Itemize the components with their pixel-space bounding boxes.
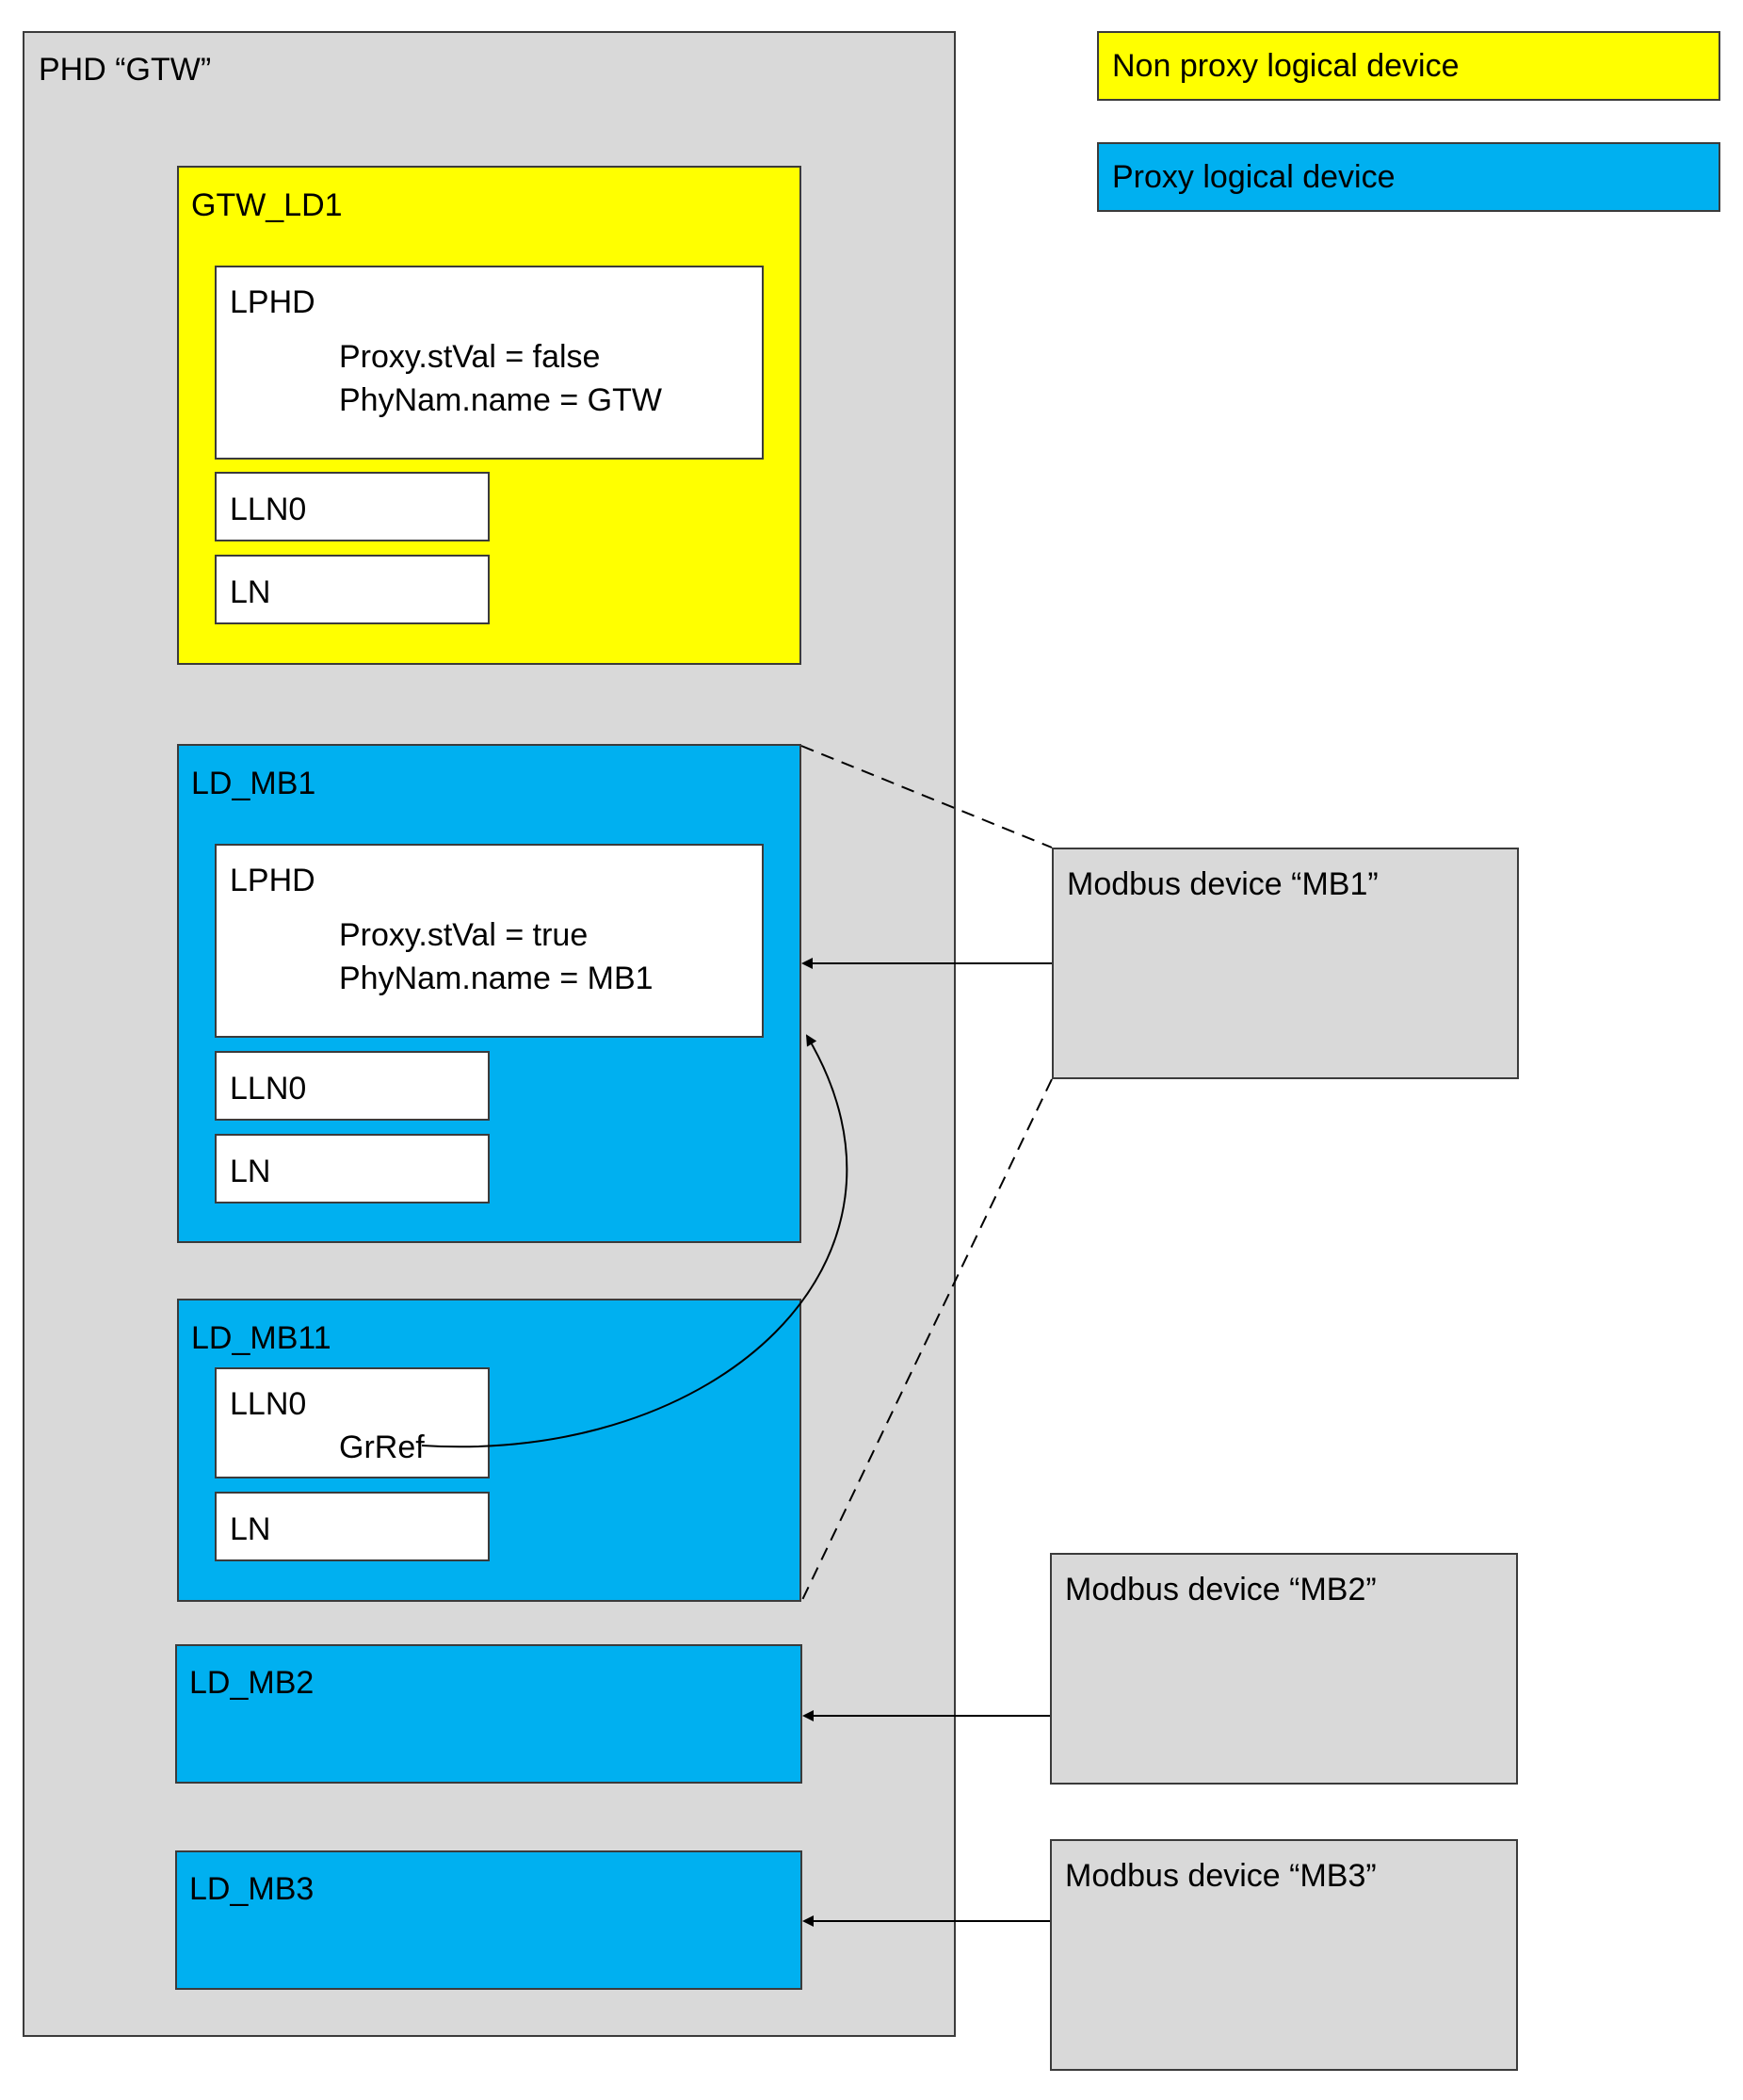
- ld-mb2-box: LD_MB2: [175, 1644, 802, 1784]
- ld-mb1-ln: LN: [215, 1134, 490, 1203]
- gtw-ld1-lln0: LLN0: [215, 472, 490, 541]
- legend-non-proxy-label: Non proxy logical device: [1112, 48, 1460, 84]
- modbus-device-mb3: Modbus device “MB3”: [1050, 1839, 1518, 2071]
- ld-mb1-lln0: LLN0: [215, 1051, 490, 1121]
- phd-title: PHD “GTW”: [39, 52, 212, 88]
- legend-non-proxy: Non proxy logical device: [1097, 31, 1720, 101]
- ld-mb2-title: LD_MB2: [189, 1665, 315, 1701]
- gtw-ld1-lphd-title: LPHD: [230, 284, 315, 320]
- ld-mb1-lphd-proxy: Proxy.stVal = true: [339, 917, 589, 953]
- gtw-ld1-title: GTW_LD1: [191, 187, 343, 223]
- modbus-device-mb1: Modbus device “MB1”: [1052, 848, 1519, 1079]
- ld-mb1-ln-label: LN: [230, 1154, 271, 1189]
- gtw-ld1-lphd: LPHD Proxy.stVal = false PhyNam.name = G…: [215, 266, 764, 460]
- ld-mb1-lln0-label: LLN0: [230, 1071, 307, 1107]
- gtw-ld1-lln0-label: LLN0: [230, 492, 307, 527]
- ld-mb11-lln0-title: LLN0: [230, 1386, 307, 1422]
- ld-mb11-lln0: LLN0 GrRef: [215, 1367, 490, 1478]
- gtw-ld1-ln: LN: [215, 555, 490, 624]
- ld-mb3-box: LD_MB3: [175, 1850, 802, 1990]
- ld-mb11-grref: GrRef: [339, 1430, 425, 1465]
- gtw-ld1-lphd-proxy: Proxy.stVal = false: [339, 339, 601, 375]
- modbus-device-mb3-label: Modbus device “MB3”: [1065, 1858, 1377, 1894]
- dashed-link-top: [800, 745, 1053, 848]
- ld-mb3-title: LD_MB3: [189, 1871, 315, 1907]
- modbus-device-mb2-label: Modbus device “MB2”: [1065, 1572, 1377, 1607]
- ld-mb11-ln-label: LN: [230, 1511, 271, 1547]
- ld-mb11-title: LD_MB11: [191, 1320, 331, 1356]
- dashed-link-bottom: [800, 1078, 1053, 1603]
- grref-curve-arrow: [421, 1034, 848, 1448]
- ld-mb1-lphd: LPHD Proxy.stVal = true PhyNam.name = MB…: [215, 844, 764, 1038]
- gtw-ld1-lphd-phynam: PhyNam.name = GTW: [339, 382, 662, 418]
- legend-proxy-label: Proxy logical device: [1112, 159, 1396, 195]
- ld-mb1-lphd-title: LPHD: [230, 863, 315, 898]
- gtw-ld1-ln-label: LN: [230, 574, 271, 610]
- legend-proxy: Proxy logical device: [1097, 142, 1720, 212]
- ld-mb11-ln: LN: [215, 1492, 490, 1561]
- modbus-device-mb2: Modbus device “MB2”: [1050, 1553, 1518, 1785]
- modbus-device-mb1-label: Modbus device “MB1”: [1067, 866, 1379, 902]
- ld-mb1-title: LD_MB1: [191, 766, 316, 801]
- ld-mb1-lphd-phynam: PhyNam.name = MB1: [339, 961, 654, 996]
